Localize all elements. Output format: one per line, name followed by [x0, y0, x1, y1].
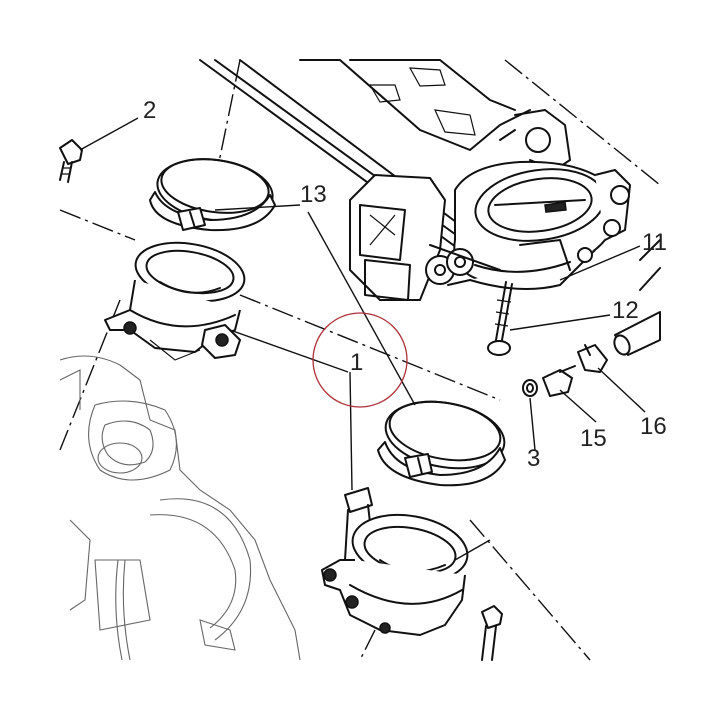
callout-1: 1: [350, 349, 363, 376]
leader-3: [529, 397, 536, 451]
leader-13-b: [307, 211, 416, 406]
leader-1-a: [229, 329, 349, 373]
screw-lower-right: [481, 605, 503, 661]
leader-2: [79, 117, 139, 151]
highlight-circle: [312, 312, 408, 408]
leader-11: [559, 245, 641, 281]
washer-3: [522, 379, 538, 397]
small-fittings: [522, 311, 661, 397]
throttle-body-assembly: [199, 59, 661, 301]
screw-2: [59, 139, 83, 183]
callout-11: 11: [642, 229, 667, 256]
engine-block-background: [59, 355, 301, 661]
callout-3: 3: [527, 445, 540, 472]
leader-15: [559, 389, 597, 423]
clip-16: [577, 344, 608, 373]
fitting-15: [542, 369, 573, 397]
leader-boot-lower: [454, 539, 491, 561]
callout-12: 12: [612, 297, 639, 324]
leader-12: [509, 314, 611, 331]
screw-12: [487, 281, 513, 356]
callout-15: 15: [580, 425, 607, 452]
intake-boot-lower: [321, 487, 469, 636]
leader-16: [597, 367, 646, 413]
callout-13: 13: [300, 181, 327, 208]
callout-2: 2: [143, 97, 156, 124]
leader-13-a: [214, 204, 301, 211]
leader-lines: [79, 117, 646, 561]
hose-clamp-upper: [149, 158, 276, 232]
callout-16: 16: [640, 413, 667, 440]
hose-clamp-lower: [377, 400, 506, 487]
leader-1-b: [349, 371, 353, 491]
intake-boot-upper: [104, 241, 246, 361]
